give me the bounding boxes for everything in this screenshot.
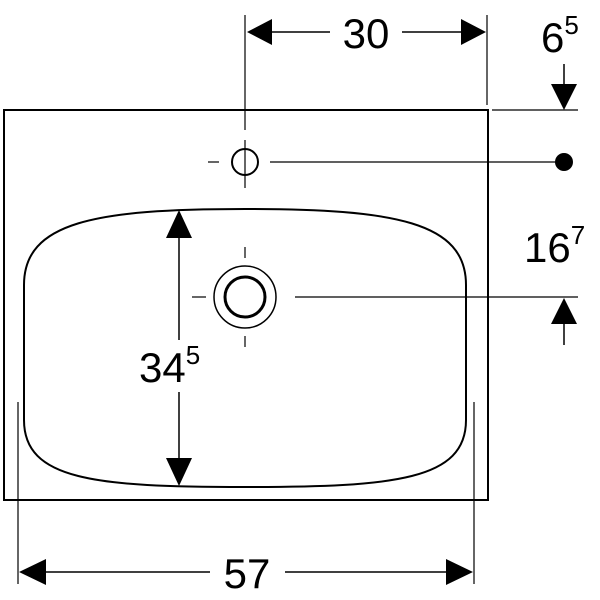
arrow-heads: [19, 19, 577, 585]
dim-label-bowl-depth: 345: [139, 340, 200, 391]
drain: [213, 265, 277, 329]
arrow-345-down: [166, 458, 192, 486]
arrow-167-up: [551, 298, 577, 324]
arrow-65-down: [551, 84, 577, 110]
dimension-lines: [40, 31, 565, 573]
arrow-345-up: [166, 210, 192, 238]
basin-body: [3, 109, 489, 501]
dim-label-drain-offset: 167: [524, 220, 585, 271]
arrow-30-right: [461, 19, 486, 45]
dim-label-top-width: 30: [343, 10, 390, 57]
reference-dot: [555, 153, 573, 171]
arrow-30-left: [247, 19, 272, 45]
center-lines: [17, 15, 578, 584]
drain-outer-ring: [213, 265, 277, 329]
drain-inner-ring: [223, 275, 267, 319]
bowl-outline: [23, 207, 467, 489]
arrow-57-left: [19, 559, 46, 585]
dim-label-tap-hole-offset: 65: [541, 10, 579, 61]
basin-outline: [3, 109, 489, 501]
arrow-57-right: [446, 559, 473, 585]
dim-label-overall-width: 57: [224, 550, 271, 597]
